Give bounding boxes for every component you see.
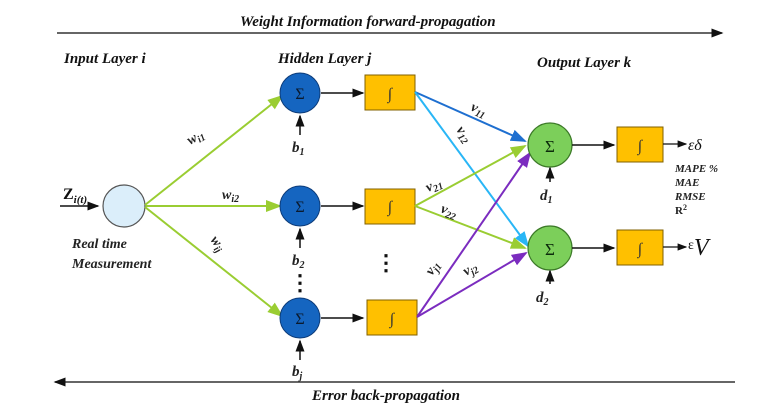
hidden-neuron-1: Σ b1 ∫ [279,72,416,158]
output-activation-box-2 [616,229,664,266]
hidden-ellipsis: ⋮ [289,270,311,295]
weight-label-i1: wi1 [185,127,208,150]
output-label-1: εδ [688,137,702,154]
integral-icon: ∫ [387,199,394,217]
weight-line-ij [144,206,284,318]
weight-line-vj1 [416,151,532,318]
weight-line-v12 [414,91,530,248]
output-neuron-1: Σ d1 ∫ εδ [527,122,702,206]
metric-r2: R2 [675,203,687,217]
weight-label-v21: v21 [424,175,446,197]
integral-icon: ∫ [389,311,396,329]
metric-rmse: RMSE [674,191,706,203]
weight-label-i2: wi2 [222,188,239,205]
weight-label-v22: v22 [438,202,459,224]
input-caption-line2: Measurement [71,257,152,272]
sum-icon: Σ [295,86,304,103]
activation-box-1 [364,74,416,111]
hidden-layer-heading: Hidden Layer j [277,51,372,67]
back-propagation-label: Error back-propagation [311,388,460,404]
activation-ellipsis: ⋮ [375,250,397,275]
sum-icon: Σ [295,311,304,328]
bias-label-2: b2 [292,253,305,271]
input-caption-line1: Real time [71,237,127,252]
weight-line-i1 [144,94,284,206]
bias-label-j: bj [292,364,303,382]
integral-icon: ∫ [637,241,644,259]
bias-label-d1: d1 [540,188,553,206]
metric-mae: MAE [674,177,699,189]
output-label-2: εV [688,235,711,261]
weight-line-v11 [414,91,527,142]
sum-icon: Σ [295,199,304,216]
sum-icon: Σ [545,137,555,156]
output-neuron-2: Σ d2 ∫ εV [527,225,711,308]
hidden-neuron-2: Σ b2 ∫ [279,185,416,271]
integral-icon: ∫ [637,138,644,156]
integral-icon: ∫ [387,86,394,104]
weight-label-ij: wij [205,233,228,255]
bias-label-d2: d2 [536,290,549,308]
input-signal-label: Zi(t) [63,186,87,206]
output-activation-box-1 [616,126,664,163]
forward-propagation-label: Weight Information forward-propagation [240,14,496,30]
activation-box-2 [364,188,416,225]
input-layer-heading: Input Layer i [63,51,147,67]
weight-label-v12: v12 [451,124,474,147]
weight-label-vj2: vj2 [461,259,482,281]
hidden-neuron-j: Σ bj ∫ [279,297,418,382]
bias-label-1: b1 [292,140,305,158]
output-layer-heading: Output Layer k [537,55,632,71]
input-node [102,184,146,228]
weight-label-v11: v11 [468,100,489,122]
activation-box-j [366,299,418,336]
weight-line-v22 [414,205,527,249]
weight-label-vj1: vj1 [423,258,445,279]
metric-mape: MAPE % [674,163,718,175]
weight-line-v21 [414,145,527,207]
sum-icon: Σ [545,240,555,259]
weight-line-vj2 [416,251,528,318]
